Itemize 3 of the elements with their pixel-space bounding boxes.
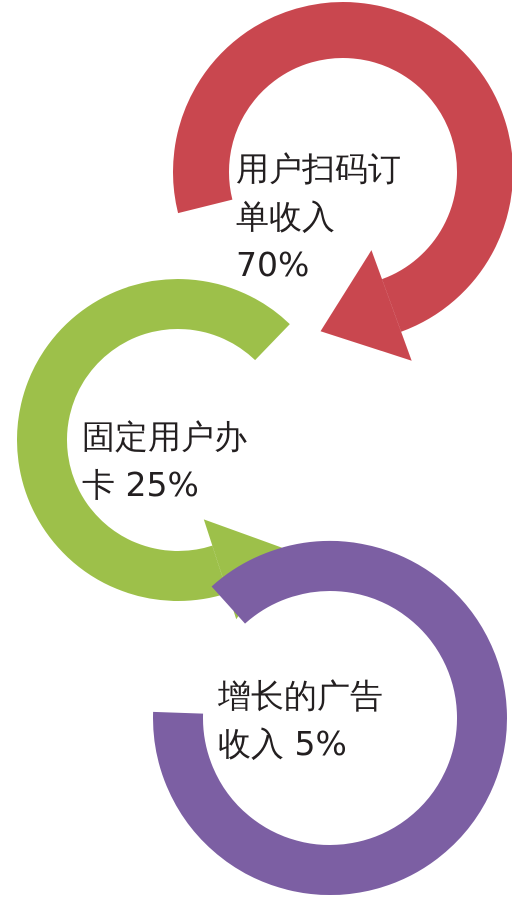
segment-label: 用户扫码订单收入 70% [236,148,402,286]
segment-label: 固定用户办卡 25% [82,416,248,506]
segment-label: 增长的广告收入 5% [218,675,384,765]
